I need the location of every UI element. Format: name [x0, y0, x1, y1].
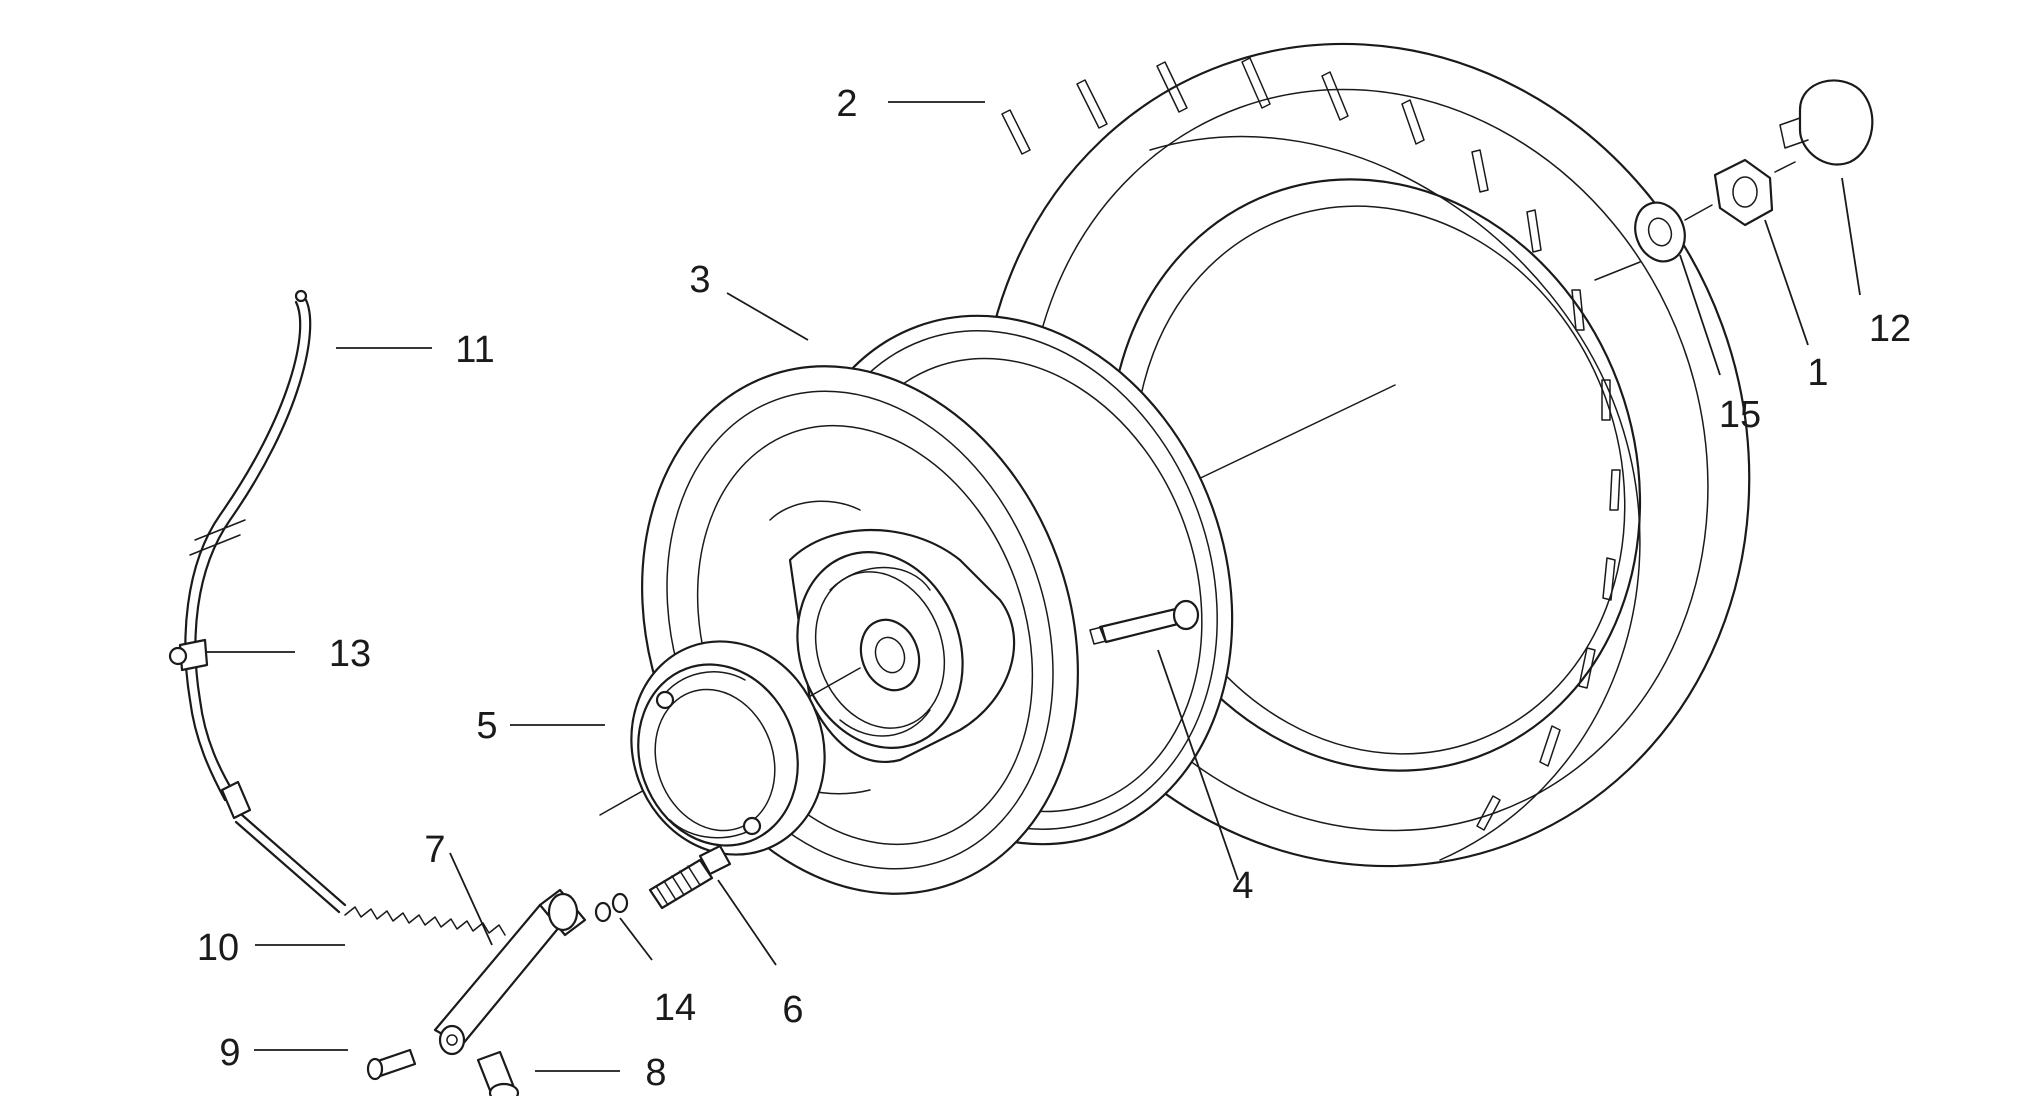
pin-screw-drawing: [366, 1048, 520, 1096]
brake-cable-drawing: [168, 289, 347, 914]
callout-13: 13: [329, 633, 371, 675]
callout-labels: 2 3 11 13 5 7 10 14 6 4 9 8 15 1 12: [197, 83, 1911, 1094]
callout-3: 3: [689, 259, 710, 301]
cam-shaft-drawing: [594, 844, 732, 923]
callout-14: 14: [654, 987, 696, 1029]
callout-1: 1: [1807, 352, 1828, 394]
callout-2: 2: [836, 83, 857, 125]
callout-5: 5: [476, 705, 497, 747]
spring-drawing: [344, 906, 506, 936]
tyre-drawing: [979, 42, 1751, 868]
callout-9: 9: [219, 1032, 240, 1074]
callout-11: 11: [455, 329, 494, 371]
callout-12: 12: [1869, 308, 1911, 350]
brake-lever-drawing: [433, 888, 587, 1056]
leader-lines: [205, 101, 1861, 1072]
brake-shoe-drawing: [630, 640, 826, 856]
callout-10: 10: [197, 927, 239, 969]
callout-15: 15: [1719, 394, 1761, 436]
callout-6: 6: [782, 989, 803, 1031]
callout-7: 7: [424, 829, 445, 871]
valve-drawing: [1089, 599, 1200, 645]
callout-4: 4: [1232, 865, 1253, 907]
callout-8: 8: [645, 1052, 666, 1094]
axle-hardware-drawing: [1634, 79, 1874, 263]
